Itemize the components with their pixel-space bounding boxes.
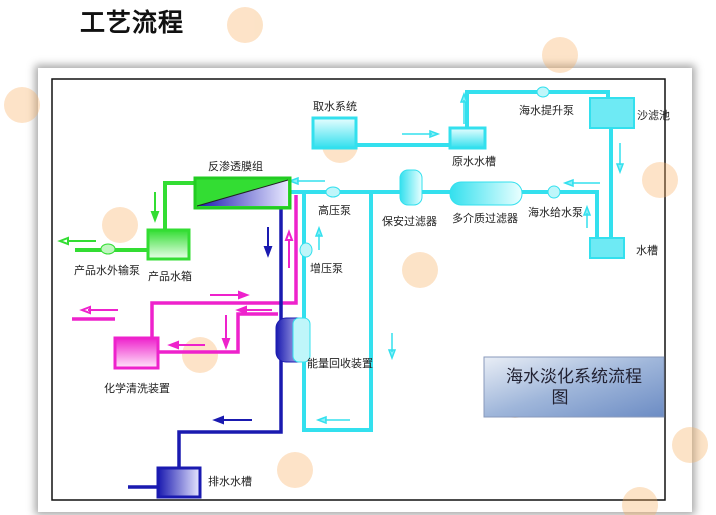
drain-tank <box>156 466 202 499</box>
label-ro-membrane: 反渗透膜组 <box>208 159 263 173</box>
label-sand-filter: 沙滤池 <box>637 109 670 122</box>
label-high-pressure-pump: 高压泵 <box>318 203 351 217</box>
diagram-title-line1: 海水淡化系统流程 <box>506 367 642 387</box>
pump-icon <box>299 86 561 258</box>
label-multimedia-filter: 多介质过滤器 <box>452 211 518 225</box>
label-feed-pump: 海水给水泵 <box>528 205 583 219</box>
raw-water-tank <box>448 126 487 150</box>
diagram-border <box>51 78 666 501</box>
label-booster-pump: 增压泵 <box>310 261 343 275</box>
label-drain-tank: 排水水槽 <box>208 474 252 488</box>
label-raw-tank: 原水水槽 <box>452 155 496 168</box>
multimedia-filter <box>449 181 523 206</box>
energy-recovery-device <box>275 317 311 363</box>
cleaning-arrows <box>79 229 294 350</box>
diagram-title-box: 海水淡化系统流程 图 <box>483 356 665 418</box>
label-lift-pump: 海水提升泵 <box>519 103 574 117</box>
label-security-filter: 保安过滤器 <box>382 214 437 228</box>
watermark-icon <box>4 7 708 515</box>
drain-arrows <box>212 227 273 425</box>
ro-membrane <box>193 176 292 210</box>
diagram-title-line2: 图 <box>552 388 569 408</box>
product-pump-icon <box>100 243 116 255</box>
label-product-pump: 产品水外输泵 <box>74 263 140 277</box>
label-product-tank: 产品水箱 <box>148 269 192 283</box>
label-chemical-cleaning: 化学清洗装置 <box>104 381 170 395</box>
label-intake: 取水系统 <box>313 100 357 113</box>
seawater-arrows <box>287 91 625 425</box>
cleaning-pipes <box>72 195 298 354</box>
label-energy-recovery: 能量回收装置 <box>307 356 373 370</box>
product-arrows <box>57 192 160 246</box>
seawater-pipes <box>290 90 613 432</box>
label-water-tank: 水槽 <box>636 244 658 257</box>
intake-system-box <box>311 116 358 150</box>
sand-filter <box>589 97 635 129</box>
product-water-tank <box>146 228 191 261</box>
diagram-card <box>38 68 692 512</box>
security-filter <box>399 169 423 206</box>
page-title: 工艺流程 <box>80 8 185 37</box>
water-tank <box>589 237 625 259</box>
chemical-cleaning-tank <box>113 336 160 370</box>
